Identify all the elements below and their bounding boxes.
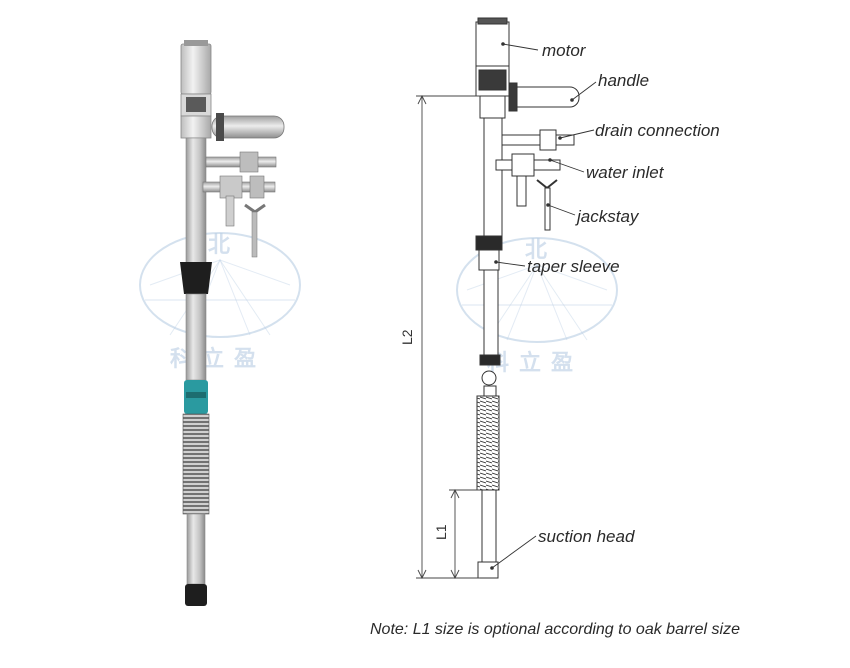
label-taper-sleeve: taper sleeve: [527, 257, 620, 276]
render-motor: [180, 43, 212, 95]
render-main-tube: [185, 137, 207, 264]
dimension-l2: [416, 94, 480, 580]
label-jackstay: jackstay: [575, 207, 640, 226]
watermark-bottom-text-2: 科立盈: [487, 350, 583, 376]
watermark-bottom-text: 科立盈: [170, 346, 266, 372]
watermark-right: 北 科立盈: [456, 237, 618, 376]
watermark-left: 北 科立盈: [139, 232, 301, 372]
render-taper-sleeve: [180, 262, 212, 294]
watermark-top-text-2: 北: [525, 238, 547, 263]
drawing-suction-head: [477, 561, 499, 579]
label-handle: handle: [598, 71, 649, 90]
render-handle: [211, 115, 285, 139]
drawing-drain-connection: [501, 134, 575, 146]
pump-render: [180, 40, 285, 606]
dimension-l1-label: L1: [433, 524, 449, 540]
dimension-l2-label: L2: [399, 329, 415, 345]
drawing-taper-sleeve: [475, 235, 503, 251]
drawing-jackstay: [536, 179, 558, 190]
dimension-l1: [449, 488, 482, 580]
label-water-inlet: water inlet: [586, 163, 665, 182]
callout-lines: [491, 43, 597, 569]
render-bellows: [182, 413, 210, 515]
label-motor: motor: [542, 41, 587, 60]
note-text: Note: L1 size is optional according to o…: [370, 621, 740, 638]
label-suction-head: suction head: [538, 527, 635, 546]
drawing-bellows: [476, 395, 500, 491]
watermark-top-text: 北: [208, 233, 230, 258]
callout-dots: [490, 42, 574, 570]
render-suction-head: [185, 584, 207, 606]
pump-drawing: [475, 17, 580, 579]
label-drain-connection: drain connection: [595, 121, 720, 140]
drawing-handle: [508, 86, 580, 108]
